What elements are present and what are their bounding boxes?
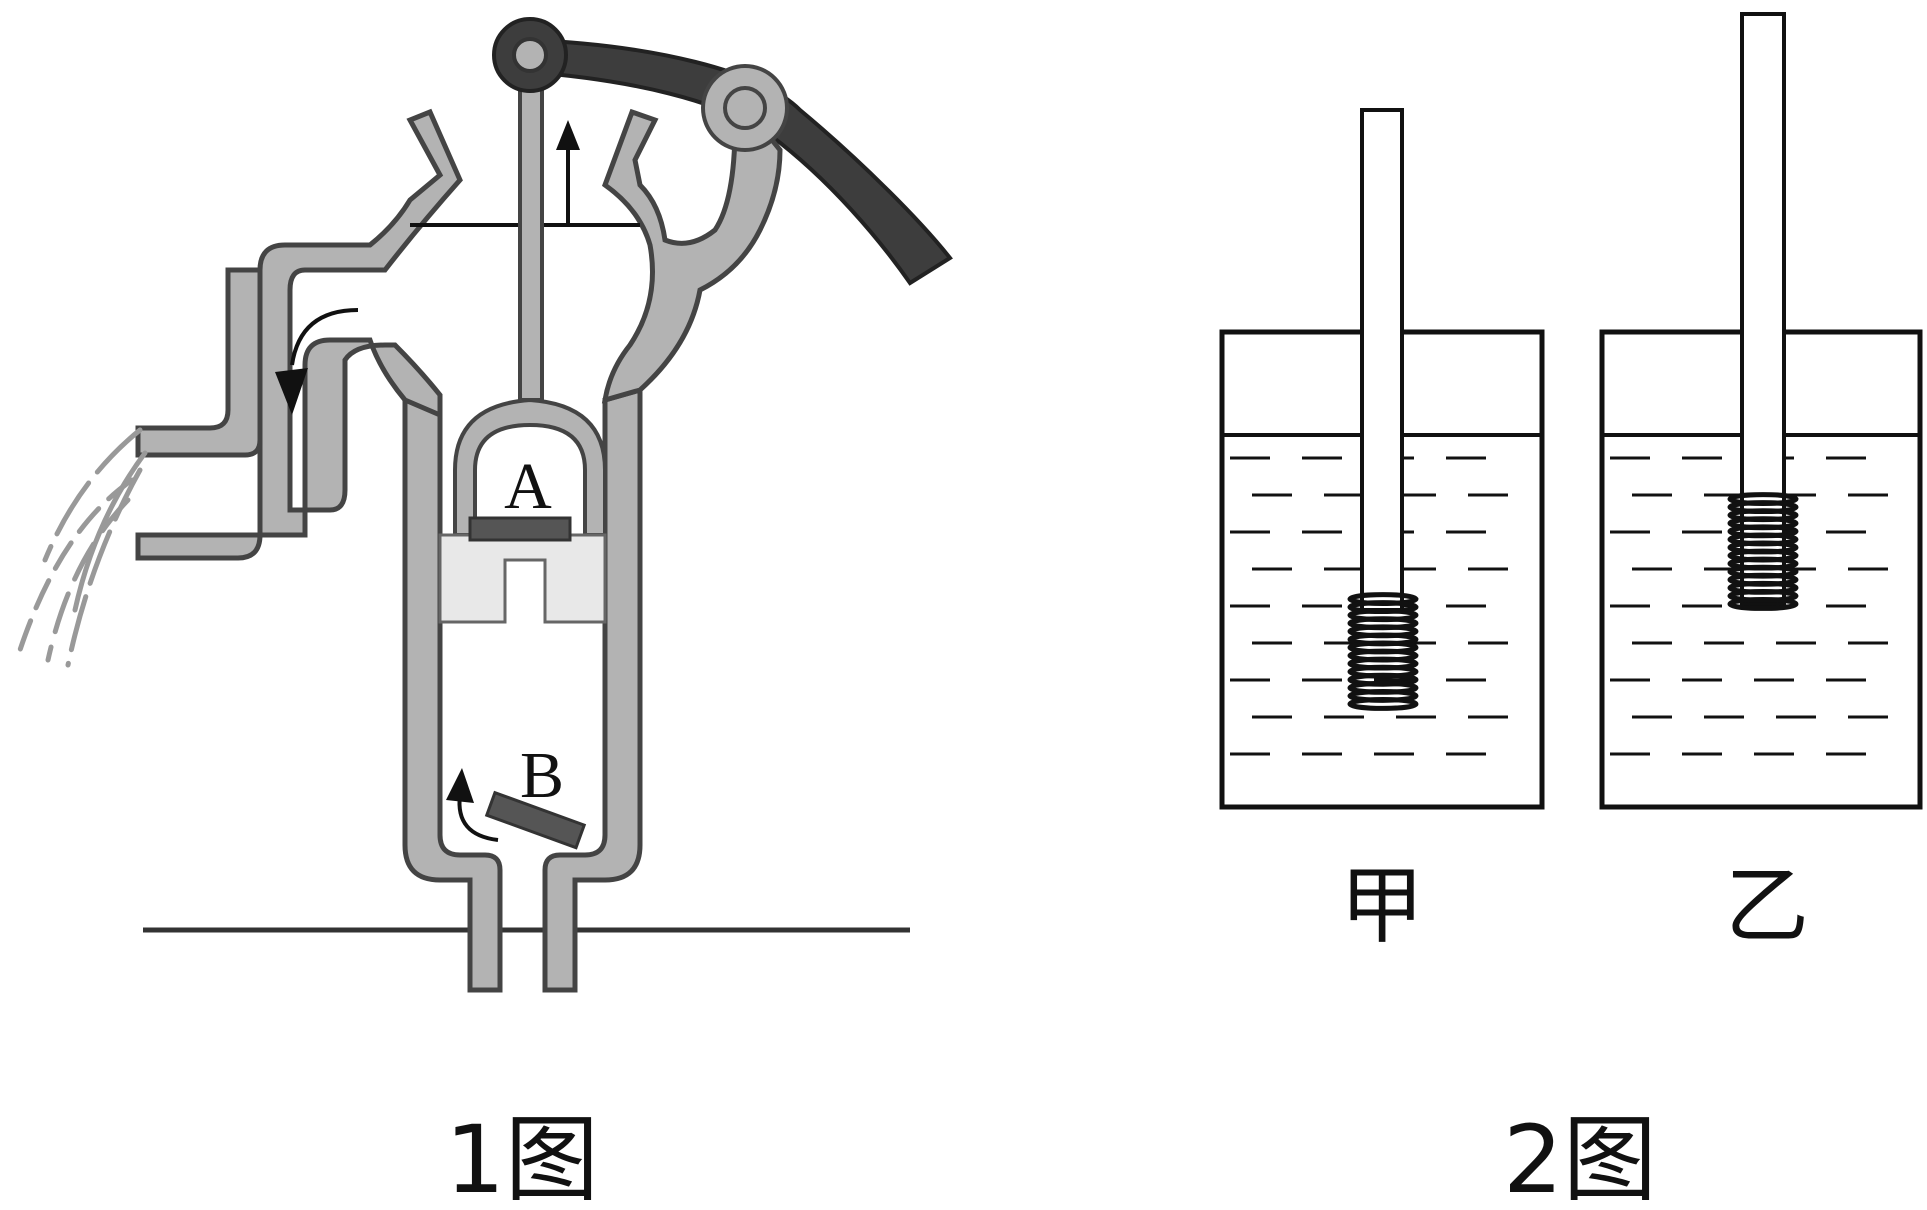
container-yi-label: 乙: [1725, 857, 1809, 955]
piston-rod: [518, 53, 544, 402]
spring-coil: [1347, 697, 1419, 711]
fulcrum-inner: [723, 86, 767, 130]
label-a: A: [504, 450, 552, 523]
pump-head-body: [135, 108, 463, 561]
label-b: B: [520, 739, 564, 812]
container-yi: 乙: [1599, 12, 1923, 955]
pump-spout: [135, 267, 263, 458]
figure2-caption: 2图: [1503, 1106, 1657, 1210]
container-yi-tube: [1740, 12, 1786, 606]
spring-coil: [1727, 597, 1799, 611]
spring-figure: 甲 乙 2图: [1219, 12, 1923, 1210]
container-yi-spring: [1727, 492, 1799, 611]
spout-flow-arrow-head: [275, 368, 308, 415]
container-jia: 甲: [1219, 108, 1545, 955]
rod-joint-inner: [512, 37, 548, 73]
container-jia-label: 甲: [1340, 857, 1424, 955]
piston-block: [438, 533, 607, 624]
container-yi-water-dashes: [1610, 456, 1888, 756]
container-jia-spring: [1347, 592, 1419, 711]
rod-up-arrow-head: [556, 120, 580, 150]
figure1-caption: 1图: [445, 1106, 599, 1210]
pump-figure: A B 1图: [17, 17, 953, 1210]
inlet-flow-arrow-head: [446, 768, 474, 803]
container-jia-water-dashes: [1230, 456, 1508, 756]
water-spray: [17, 427, 148, 668]
pump-pivot-arm: [601, 108, 783, 404]
valve-a: [468, 516, 572, 542]
valve-b: [484, 790, 587, 850]
inlet-flow-arrow: [457, 794, 499, 842]
spout-flow-arrow: [290, 308, 359, 366]
container-jia-tube: [1360, 108, 1404, 612]
